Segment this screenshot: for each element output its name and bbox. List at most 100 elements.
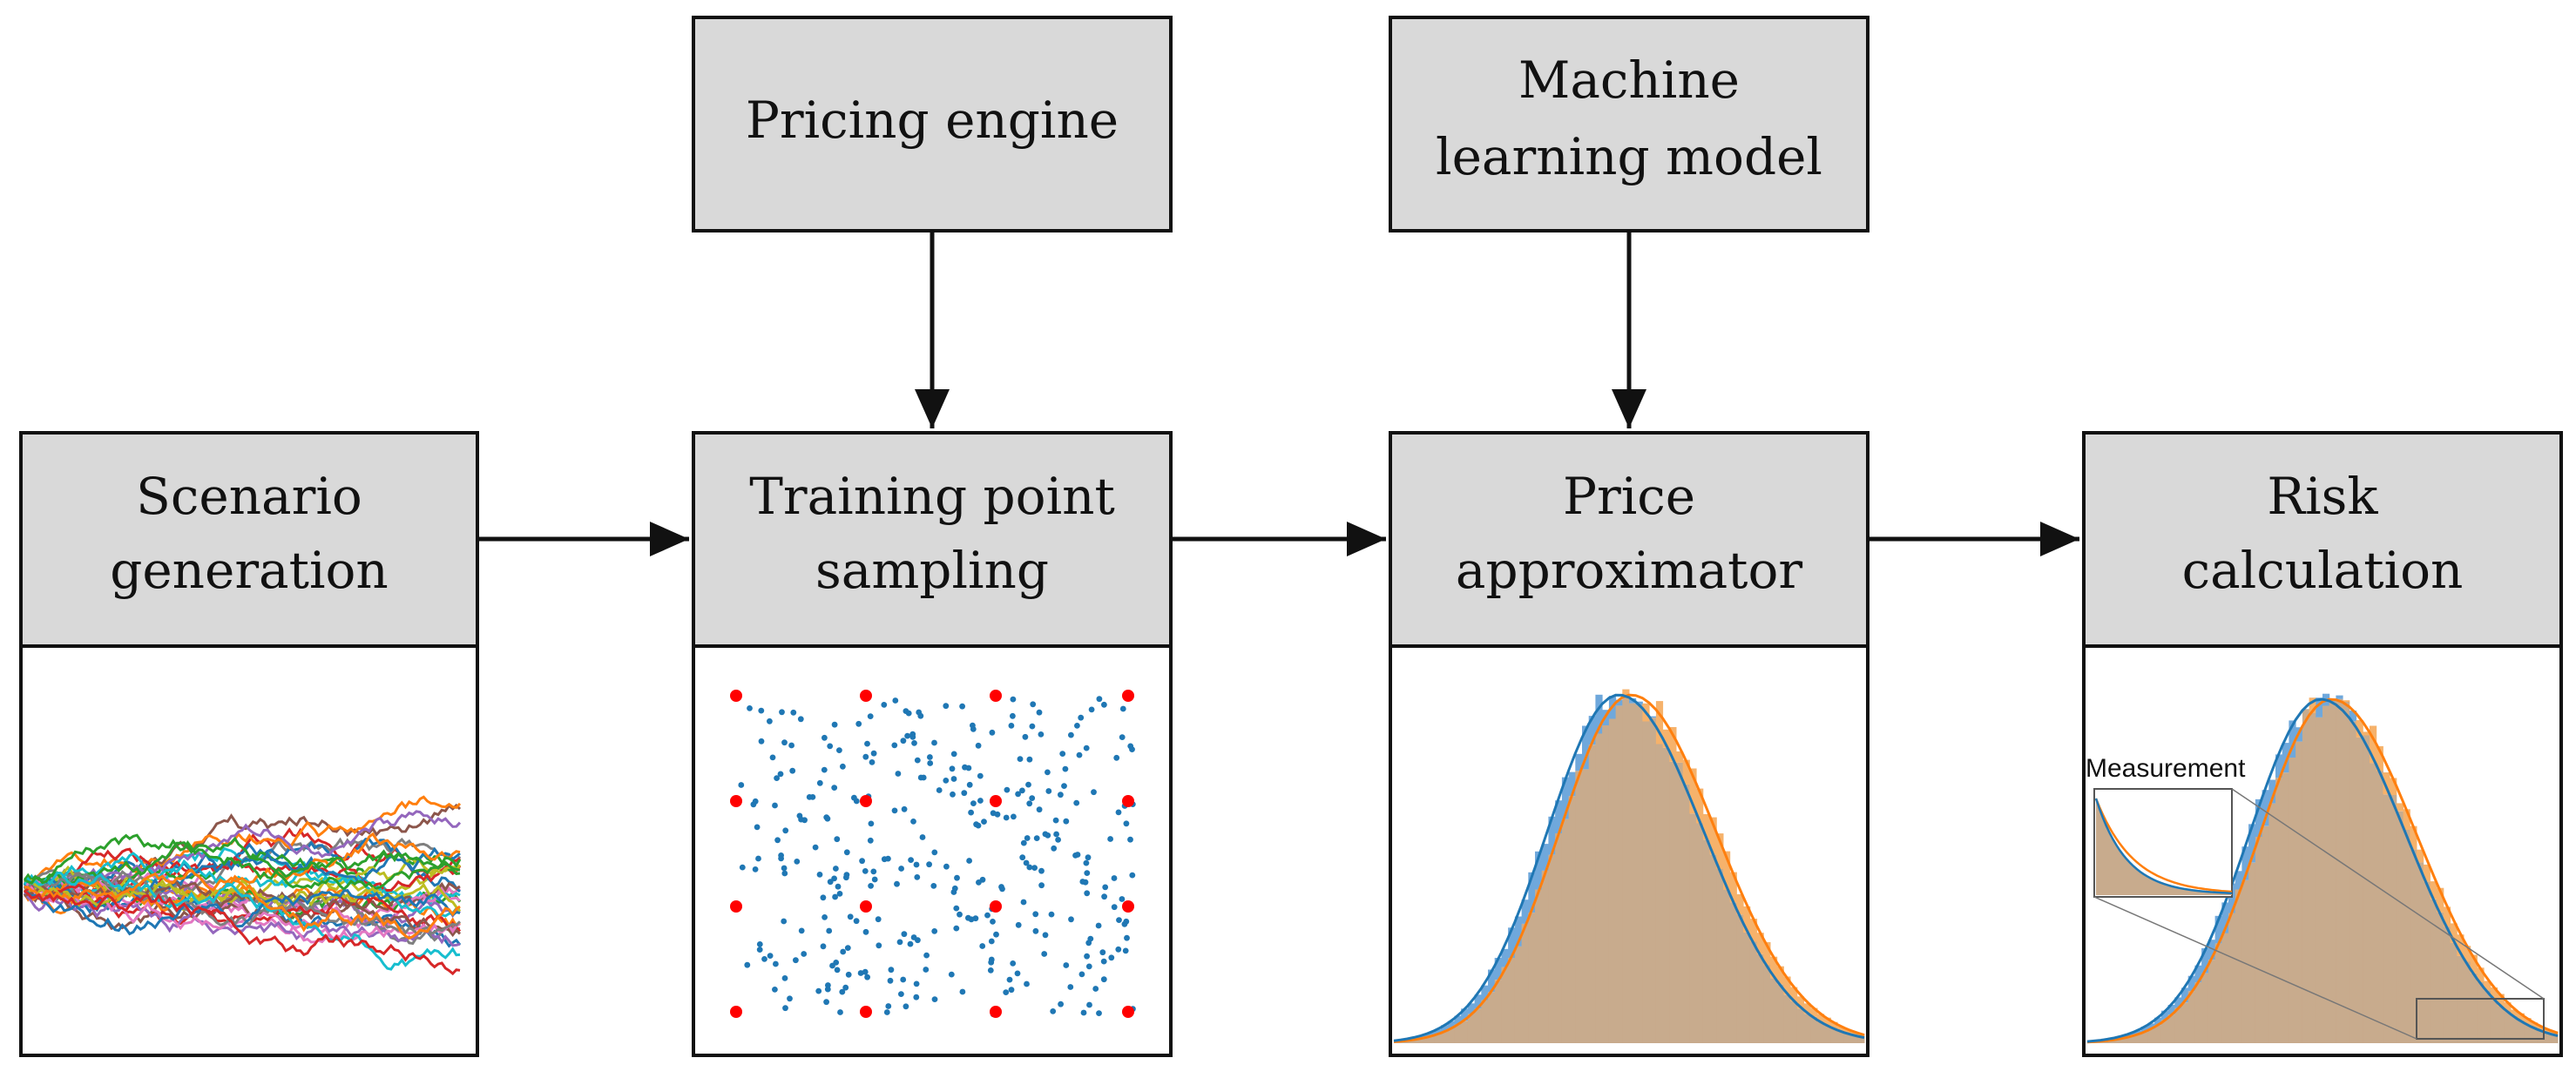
sample-point bbox=[1068, 916, 1074, 923]
sample-point bbox=[1101, 893, 1107, 900]
sample-point bbox=[788, 742, 794, 749]
sample-point bbox=[756, 941, 763, 947]
sample-point bbox=[911, 740, 917, 746]
sample-point bbox=[1084, 870, 1091, 876]
histogram-bar bbox=[1608, 718, 1617, 1043]
sample-point bbox=[1086, 1001, 1092, 1008]
histogram-bar bbox=[1857, 1036, 1865, 1043]
histogram-bar bbox=[1655, 744, 1664, 1043]
scenario-path bbox=[24, 868, 461, 940]
histogram-bar bbox=[1803, 1014, 1811, 1043]
histogram-bar bbox=[1434, 1029, 1442, 1034]
histogram-bar bbox=[2343, 702, 2350, 1043]
sample-point bbox=[1124, 934, 1130, 941]
histogram-bar bbox=[2140, 1027, 2148, 1033]
sample-point bbox=[772, 987, 778, 993]
histogram-bar bbox=[1548, 816, 1556, 855]
histogram-bar bbox=[1514, 946, 1523, 1043]
histogram-bar bbox=[1749, 919, 1758, 942]
sample-point bbox=[977, 772, 984, 779]
sample-point bbox=[787, 995, 793, 1002]
histogram-bar bbox=[2504, 1002, 2512, 1012]
pricing-engine-label: Pricing engine bbox=[746, 91, 1119, 150]
sample-point bbox=[840, 948, 847, 955]
histogram-bar bbox=[2140, 1032, 2148, 1043]
histogram-bar bbox=[1575, 771, 1583, 1043]
sample-point bbox=[977, 798, 984, 804]
histogram-bar bbox=[1830, 1021, 1838, 1029]
sample-point bbox=[870, 868, 877, 875]
sample-point bbox=[777, 771, 784, 778]
histogram-bar bbox=[2221, 902, 2229, 933]
scenario-generation-box: Scenario generation bbox=[19, 431, 479, 1057]
price-distribution-plot bbox=[1393, 689, 1865, 1043]
histogram-bar bbox=[2383, 794, 2390, 1043]
sample-point bbox=[797, 716, 804, 723]
ml-model-label-line2: learning model bbox=[1436, 127, 1822, 186]
histogram-bar bbox=[1796, 996, 1805, 1009]
scenario-path bbox=[24, 889, 461, 936]
sample-point bbox=[1042, 932, 1049, 939]
sample-point bbox=[758, 707, 765, 714]
sample-point bbox=[892, 697, 899, 704]
sample-point bbox=[1045, 769, 1051, 776]
sample-point bbox=[903, 1003, 909, 1010]
histogram-bar bbox=[1555, 833, 1563, 1043]
histogram-bar bbox=[1649, 718, 1657, 1043]
histogram-bar bbox=[2262, 790, 2269, 826]
histogram-bar bbox=[2484, 980, 2491, 991]
sample-point bbox=[965, 765, 972, 771]
histogram-bar bbox=[1481, 1000, 1489, 1043]
histogram-bar bbox=[1521, 899, 1529, 924]
sample-point bbox=[887, 977, 894, 984]
histogram-bar bbox=[1783, 976, 1791, 995]
sample-point bbox=[843, 874, 849, 881]
sample-point bbox=[1100, 958, 1107, 965]
sample-point bbox=[989, 729, 996, 736]
histogram-bar bbox=[1696, 788, 1704, 824]
sample-point bbox=[930, 883, 937, 889]
histogram-bar bbox=[2524, 1018, 2532, 1025]
histogram-bar bbox=[2167, 1005, 2175, 1015]
histogram-bar bbox=[1414, 1039, 1422, 1043]
sample-point bbox=[1017, 756, 1024, 762]
sample-point bbox=[839, 988, 846, 995]
sample-point bbox=[1076, 751, 1083, 758]
sample-point bbox=[1011, 813, 1017, 820]
histogram-bar bbox=[2490, 999, 2498, 1043]
sample-point bbox=[1025, 781, 1031, 788]
histogram-bar bbox=[2309, 713, 2316, 1043]
histogram-bar bbox=[2376, 745, 2383, 771]
histogram-bar bbox=[2208, 940, 2216, 960]
sample-point bbox=[895, 771, 902, 777]
sample-point bbox=[1113, 754, 1120, 761]
sample-point bbox=[789, 767, 796, 774]
sample-point bbox=[926, 861, 932, 868]
sample-point bbox=[869, 759, 876, 765]
scenario-paths-plot bbox=[23, 795, 462, 976]
scenario-path bbox=[23, 871, 461, 971]
histogram-bar bbox=[2517, 1013, 2525, 1021]
sample-point bbox=[913, 994, 920, 1001]
sample-point bbox=[824, 815, 831, 822]
histogram-bar bbox=[2470, 973, 2478, 1043]
sample-point bbox=[1096, 696, 1103, 703]
histogram-bar bbox=[2376, 771, 2383, 1043]
sample-point bbox=[1083, 859, 1090, 866]
sample-point bbox=[1119, 734, 1126, 740]
density-curve bbox=[1393, 693, 1865, 1042]
sample-point bbox=[973, 821, 979, 828]
histogram-bar bbox=[2450, 942, 2458, 1043]
sample-point bbox=[831, 785, 838, 791]
sample-point bbox=[949, 765, 956, 772]
histogram-bar bbox=[1615, 699, 1623, 706]
density-curve bbox=[2086, 697, 2559, 1043]
sample-point bbox=[901, 931, 908, 938]
histogram-bar bbox=[2235, 889, 2242, 1043]
histogram-bar bbox=[1689, 813, 1697, 1043]
histogram-bar bbox=[2336, 698, 2343, 1043]
sample-point bbox=[905, 710, 912, 717]
histogram-bar bbox=[2403, 829, 2410, 1043]
sample-point bbox=[781, 870, 788, 877]
sample-point bbox=[825, 982, 831, 988]
